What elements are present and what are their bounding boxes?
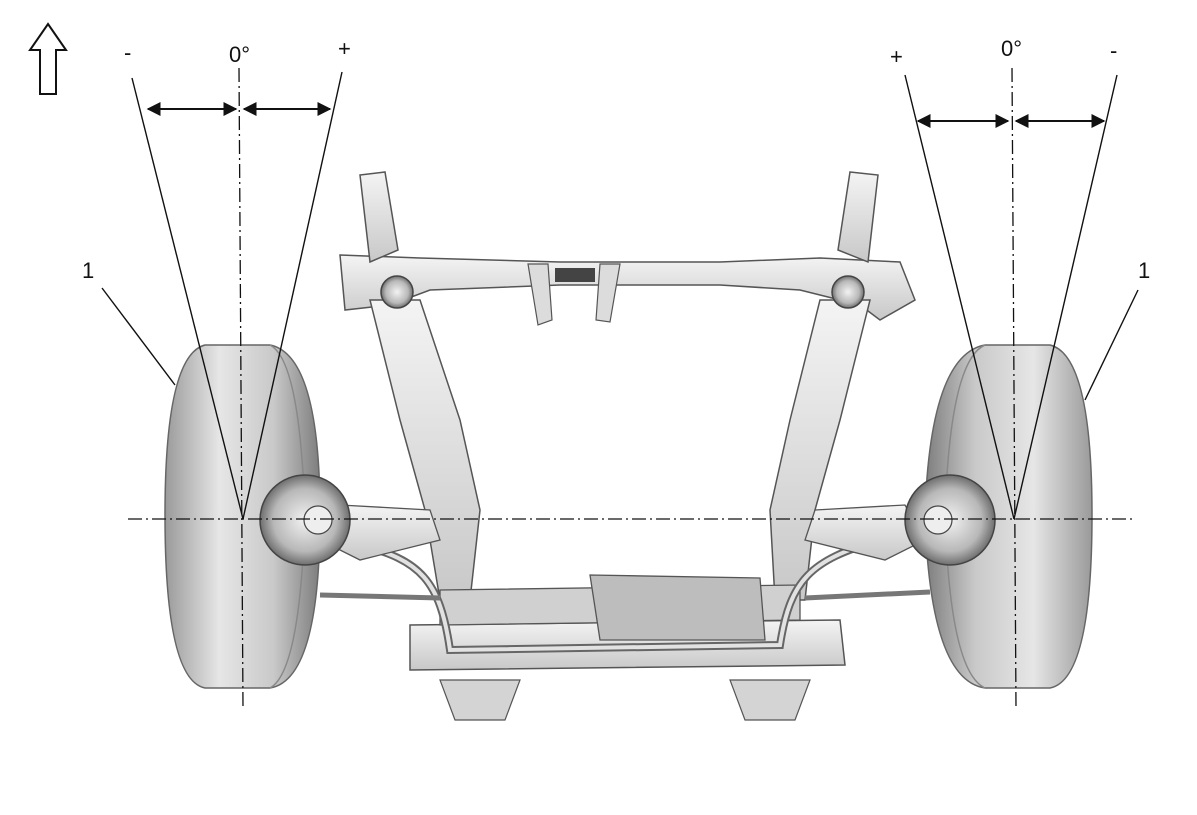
front-subframe: [319, 171, 931, 721]
right-callout-leader: [1084, 289, 1139, 401]
left-negative-camber-line: [131, 77, 244, 520]
right-negative-camber-line: [1013, 74, 1118, 520]
left-zero-label: 0°: [229, 42, 250, 67]
right-positive-camber-line: [904, 74, 1015, 520]
left-callout-leader: [101, 287, 176, 386]
left-vertical-centerline: [238, 67, 244, 709]
left-callout-number: 1: [82, 258, 94, 283]
left-minus-label: -: [124, 40, 131, 65]
right-wheel: [904, 344, 1093, 689]
right-plus-label: +: [890, 44, 903, 69]
right-zero-label: 0°: [1001, 36, 1022, 61]
right-callout-number: 1: [1138, 258, 1150, 283]
left-plus-label: +: [338, 36, 351, 61]
left-positive-camber-line: [242, 71, 343, 520]
up-arrow-icon: [28, 22, 68, 95]
right-minus-label: -: [1110, 38, 1117, 63]
left-wheel: [164, 344, 351, 689]
right-vertical-centerline: [1011, 67, 1017, 709]
